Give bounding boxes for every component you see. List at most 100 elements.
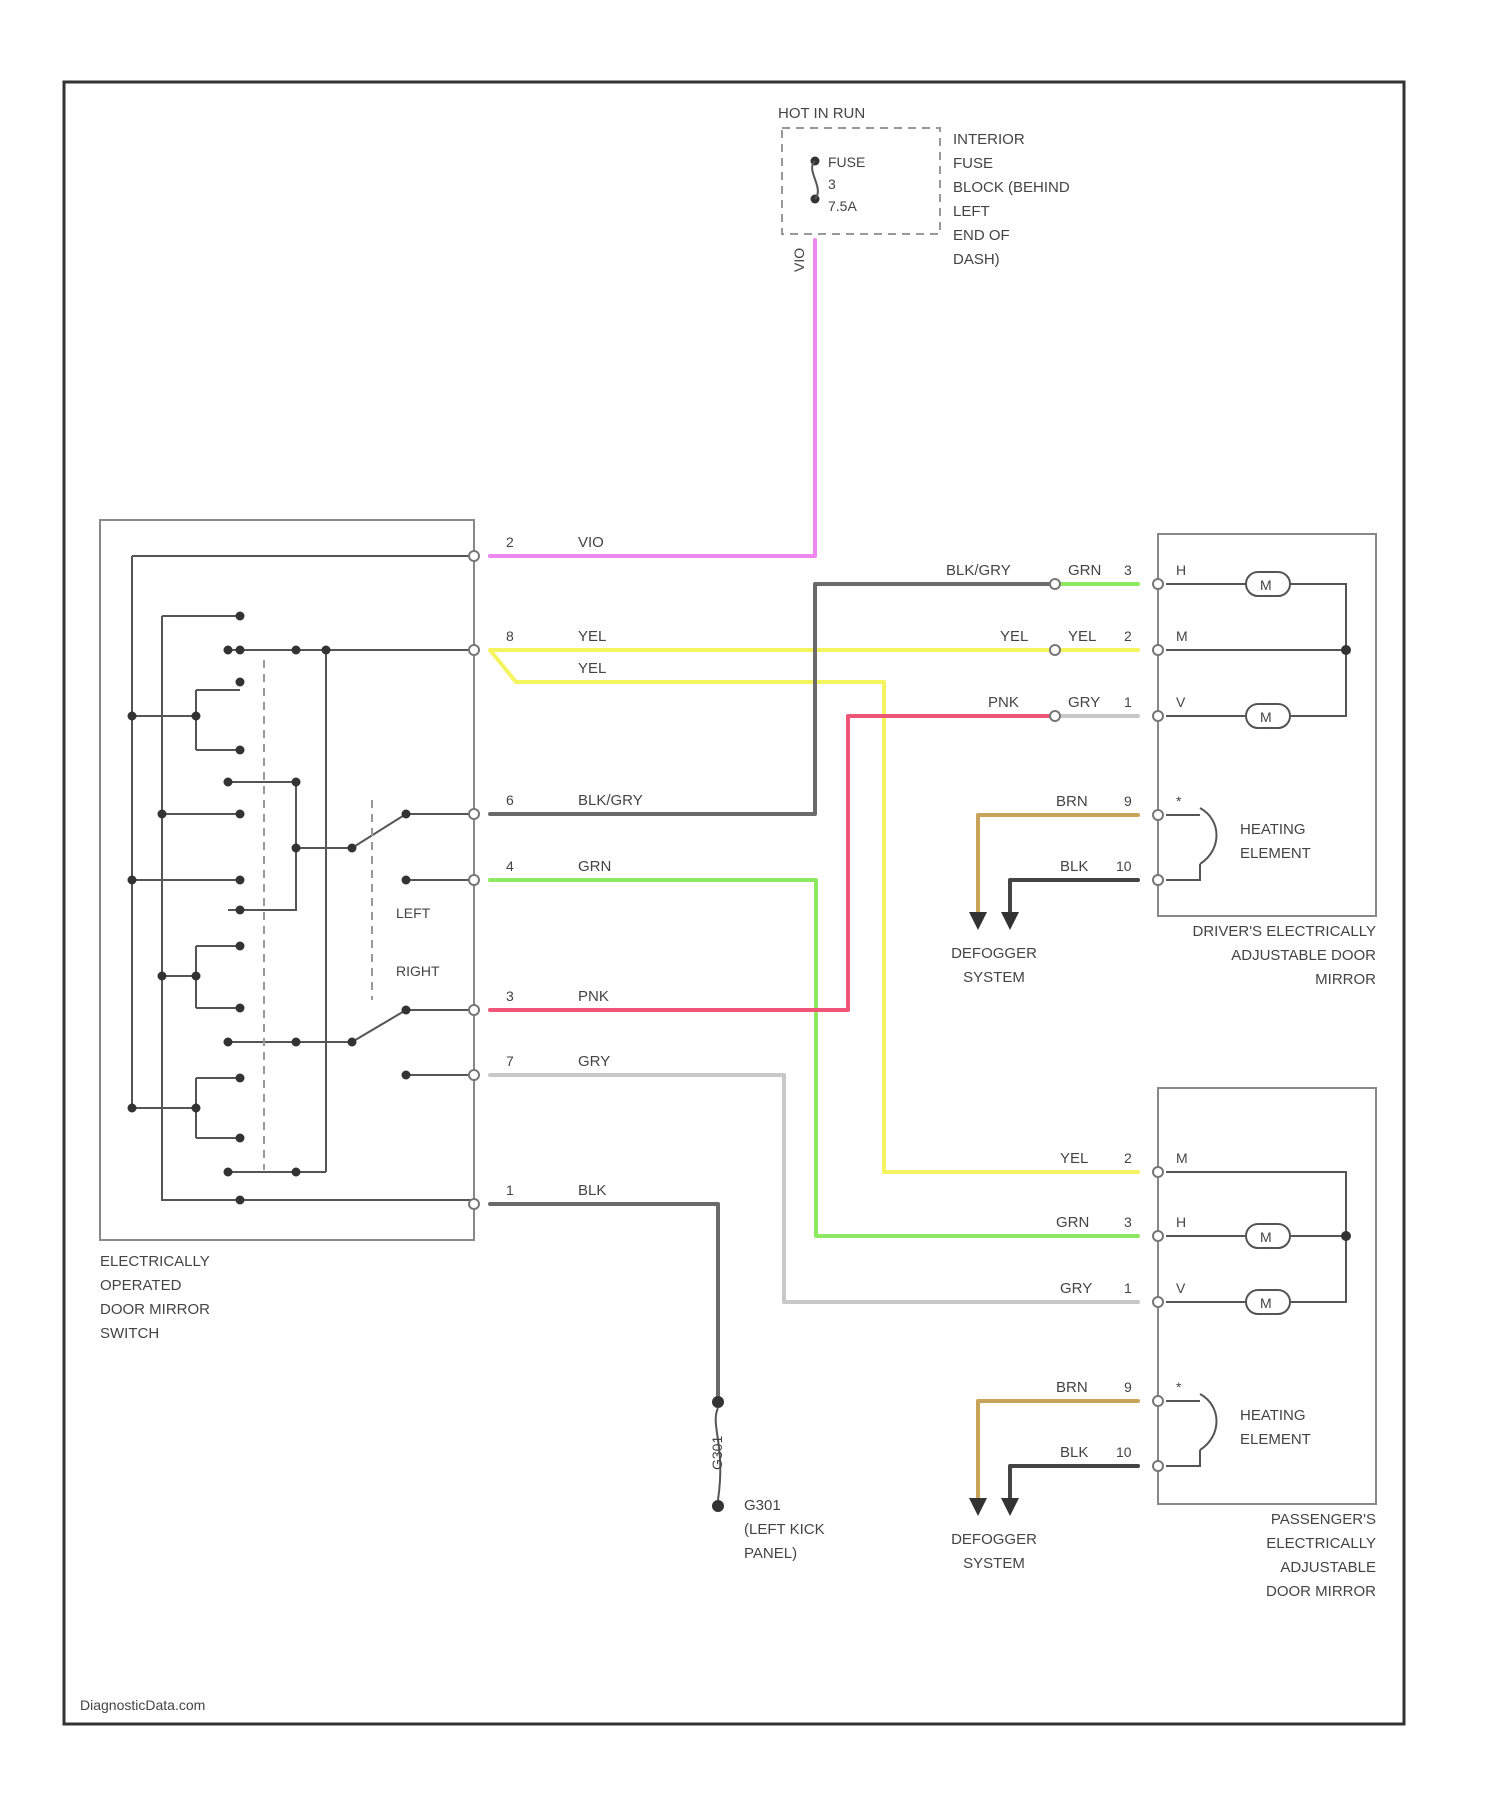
drivers-pin-wire: YEL [1068, 628, 1096, 645]
connector-terminal [469, 551, 479, 561]
switch-pin-wire: GRY [578, 1053, 610, 1070]
switch-contact [224, 646, 233, 655]
switch-contact [236, 876, 245, 885]
switch-contact [236, 1074, 245, 1083]
fuse-box-outline [782, 128, 940, 234]
ground-location-3: PANEL) [744, 1545, 797, 1562]
switch-contact [128, 712, 137, 721]
connector-terminal [469, 1005, 479, 1015]
switch-pin-number: 7 [506, 1053, 514, 1069]
wire-brn-passengers [978, 1401, 1138, 1498]
ground-location-1: G301 [744, 1497, 781, 1514]
drivers-inline-connector [1050, 645, 1060, 655]
switch-pin-wire: YEL [578, 628, 606, 645]
passengers-mirror-label-2: ELECTRICALLY [1266, 1535, 1376, 1552]
drivers-defogger-arrow-blk [1001, 912, 1019, 930]
drivers-defogger-arrow-brn [969, 912, 987, 930]
drivers-mirror: M M HEATING ELEMENT BLK/GRY YEL PNK GRN … [946, 534, 1376, 988]
passengers-pin-wire: BLK [1060, 1444, 1088, 1461]
passengers-pin-number: 9 [1124, 1379, 1132, 1395]
switch-contact [236, 746, 245, 755]
switch-pin-wire: PNK [578, 988, 609, 1005]
passengers-pin-wire: YEL [1060, 1150, 1088, 1167]
switch-contact [236, 906, 245, 915]
drivers-input-wire: PNK [988, 694, 1019, 711]
drivers-pin-inner: M [1176, 628, 1188, 644]
fuse-rating: 7.5A [828, 198, 857, 214]
passengers-pin-number: 1 [1124, 1280, 1132, 1296]
switch-pin-number: 1 [506, 1182, 514, 1198]
fuse-link [812, 161, 818, 199]
drivers-pin-number: 9 [1124, 793, 1132, 809]
passengers-defogger-arrow-blk [1001, 1498, 1019, 1516]
switch-contact [224, 1168, 233, 1177]
fuse-name: FUSE [828, 154, 865, 170]
switch-contact [402, 1071, 411, 1080]
ground-dot-bottom [712, 1500, 724, 1512]
switch-contact [348, 844, 357, 853]
wire-blk-gry [490, 584, 1050, 814]
connector-terminal [469, 809, 479, 819]
fuse-block-label-2: FUSE [953, 155, 993, 172]
drivers-mirror-junction [1341, 645, 1351, 655]
drivers-heating-label-2: ELEMENT [1240, 845, 1311, 862]
switch-contact [236, 810, 245, 819]
switch-label-1: ELECTRICALLY [100, 1253, 210, 1270]
switch-contact [348, 1038, 357, 1047]
drivers-mirror-terminal [1153, 579, 1163, 589]
passengers-motor-v-label: M [1260, 1295, 1272, 1311]
switch-pin-number: 4 [506, 858, 514, 874]
switch-contact [236, 942, 245, 951]
wire-blk-ground [490, 1204, 718, 1402]
drivers-pin-number: 3 [1124, 562, 1132, 578]
passengers-defogger-label-1: DEFOGGER [951, 1531, 1037, 1548]
switch-contact [402, 1006, 411, 1015]
drivers-input-wire: BLK/GRY [946, 562, 1011, 579]
passengers-pin-number: 10 [1116, 1444, 1132, 1460]
switch-contact [192, 712, 201, 721]
switch-contact [292, 1038, 301, 1047]
switch-label-3: DOOR MIRROR [100, 1301, 210, 1318]
passengers-mirror: M M HEATING ELEMENT YEL 2 M GRN 3 H GRY … [951, 1088, 1376, 1600]
passengers-heating-label-2: ELEMENT [1240, 1431, 1311, 1448]
passengers-mirror-terminal [1153, 1231, 1163, 1241]
passengers-pin-wire: GRY [1060, 1280, 1092, 1297]
passengers-pin-inner: * [1176, 1379, 1182, 1395]
switch-contact [236, 1196, 245, 1205]
fuse-number: 3 [828, 176, 836, 192]
fuse-block: HOT IN RUN FUSE 3 7.5A INTERIOR FUSE BLO… [778, 105, 1070, 272]
drivers-pin-wire: GRY [1068, 694, 1100, 711]
switch-pin-wire: GRN [578, 858, 611, 875]
hot-in-run-label: HOT IN RUN [778, 105, 865, 122]
drivers-motor-h-label: M [1260, 577, 1272, 593]
drivers-mirror-label-2: ADJUSTABLE DOOR [1231, 947, 1376, 964]
wire-brn-drivers [978, 815, 1138, 912]
switch-pin-wire: VIO [578, 534, 604, 551]
switch-contact [292, 778, 301, 787]
drivers-defogger-label-2: SYSTEM [963, 969, 1025, 986]
door-mirror-switch: LEFT RIGHT ELECTRICALLY OPERATED DOOR MI… [100, 520, 474, 1342]
switch-contacts [128, 612, 411, 1205]
passengers-defogger-label-2: SYSTEM [963, 1555, 1025, 1572]
drivers-mirror-label-1: DRIVER'S ELECTRICALLY [1193, 923, 1376, 940]
drivers-inline-connector [1050, 579, 1060, 589]
ground-location-2: (LEFT KICK [744, 1521, 825, 1538]
drivers-pin-wire: GRN [1068, 562, 1101, 579]
drivers-mirror-label-3: MIRROR [1315, 971, 1376, 988]
passengers-pin-number: 3 [1124, 1214, 1132, 1230]
drivers-pin-inner: H [1176, 562, 1186, 578]
passengers-pin-inner: H [1176, 1214, 1186, 1230]
switch-contact [192, 972, 201, 981]
drivers-input-wire: YEL [1000, 628, 1028, 645]
drivers-pin-number: 10 [1116, 858, 1132, 874]
switch-label-4: SWITCH [100, 1325, 159, 1342]
switch-position-left: LEFT [396, 905, 431, 921]
drivers-mirror-terminal [1153, 875, 1163, 885]
drivers-heating-label-1: HEATING [1240, 821, 1306, 838]
wire-blk-drivers [1010, 880, 1138, 912]
fuse-block-label-5: END OF [953, 227, 1010, 244]
passengers-pin-inner: V [1176, 1280, 1186, 1296]
drivers-pin-wire: BLK [1060, 858, 1088, 875]
switch-pin-number: 6 [506, 792, 514, 808]
switch-contact [292, 1168, 301, 1177]
